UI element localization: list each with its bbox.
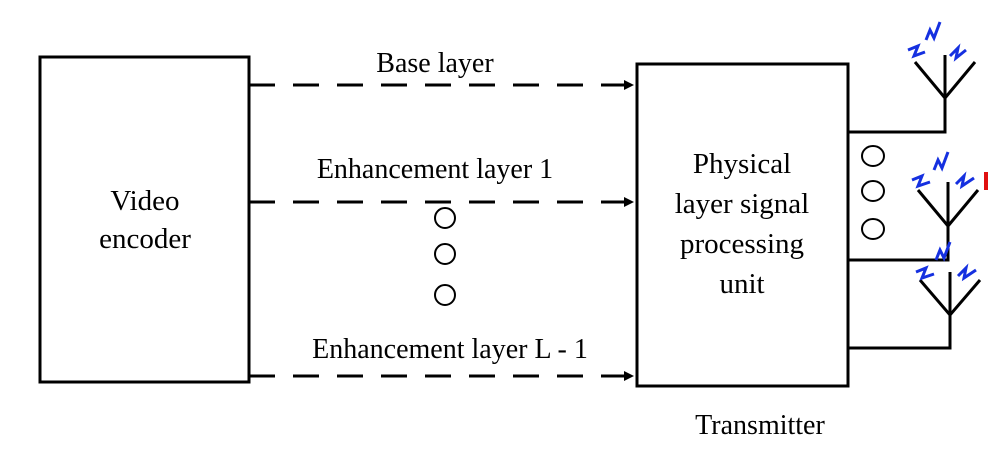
signal-icon	[924, 21, 942, 42]
enhancement-layer-1-label: Enhancement layer 1	[317, 154, 553, 185]
transmitter-label: Transmitter	[695, 410, 825, 441]
ellipsis-dot	[434, 243, 456, 265]
antenna-2	[916, 182, 980, 229]
antenna-icon	[918, 279, 982, 318]
antenna-icon	[913, 61, 977, 101]
antenna-feeds	[848, 98, 952, 350]
signal-icon	[911, 173, 931, 189]
signal-icon	[915, 265, 935, 281]
signal-icon	[907, 43, 926, 59]
ellipsis-dot	[434, 207, 456, 229]
antenna-3	[918, 272, 982, 318]
wireless-signals	[907, 21, 977, 282]
layer-streams: Base layer Enhancement layer 1 Enhanceme…	[249, 48, 634, 381]
video-encoder-block: Video encoder	[38, 55, 251, 384]
ellipsis-dot	[861, 145, 885, 167]
processor-label-line2: layer signal	[675, 188, 809, 220]
signal-icon	[932, 151, 950, 172]
signal-icon	[934, 241, 952, 262]
antenna-feed-3	[848, 315, 952, 350]
processor-label-line1: Physical	[693, 148, 791, 180]
signal-icon	[954, 171, 975, 190]
ellipsis-dot	[861, 218, 885, 240]
antenna-ellipsis	[861, 145, 885, 240]
physical-layer-processing-block: Physical layer signal processing unit	[635, 62, 850, 388]
base-layer-label: Base layer	[376, 48, 494, 79]
video-encoder-label-line1: Video	[110, 185, 179, 217]
video-encoder-label-line2: encoder	[99, 223, 191, 255]
layer-ellipsis	[434, 207, 456, 306]
signal-icon	[948, 43, 967, 62]
antenna-feed-2	[848, 226, 950, 262]
antenna-1	[913, 55, 977, 101]
processor-label-line3: processing	[680, 228, 804, 260]
processor-label-line4: unit	[719, 268, 764, 300]
antenna-icon	[916, 189, 980, 229]
antenna-feed-1	[848, 98, 947, 134]
ellipsis-dot	[434, 284, 456, 306]
enhancement-layer-L-1-label: Enhancement layer L - 1	[312, 334, 588, 365]
signal-icon	[956, 263, 977, 282]
ellipsis-dot	[861, 180, 885, 202]
